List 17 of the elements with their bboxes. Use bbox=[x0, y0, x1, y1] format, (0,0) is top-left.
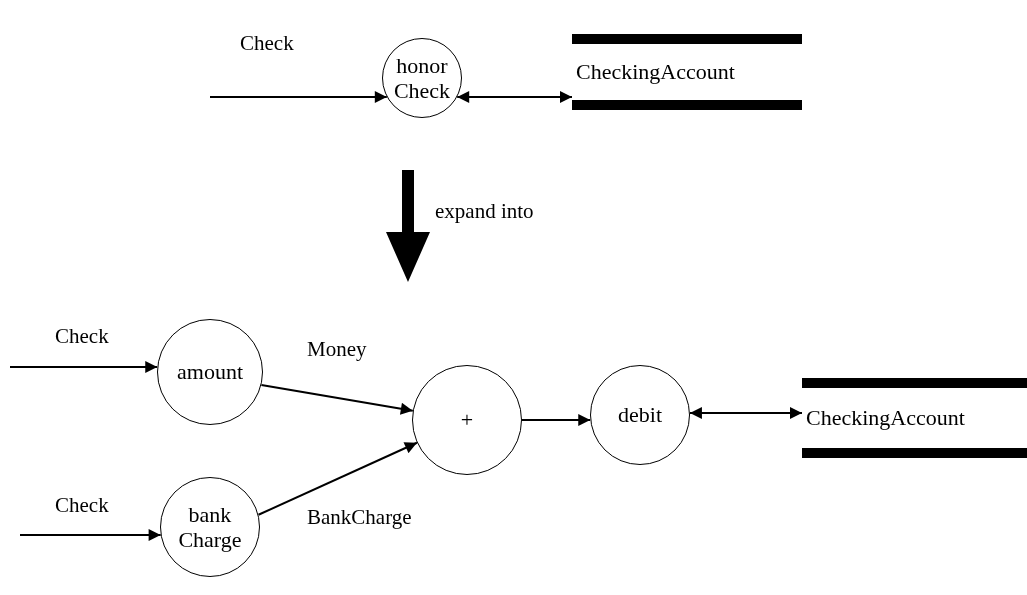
process-name: debit bbox=[618, 402, 662, 428]
data-store bbox=[572, 34, 802, 110]
arrow bbox=[521, 414, 592, 426]
arrow bbox=[257, 441, 418, 516]
arrow bbox=[9, 361, 159, 373]
data-store bbox=[802, 378, 1027, 458]
arrow bbox=[456, 91, 573, 103]
arrow bbox=[209, 91, 388, 103]
process-name: bank Charge bbox=[177, 501, 243, 553]
process-name: honor Check bbox=[392, 52, 452, 104]
arrow bbox=[260, 383, 414, 415]
store-name: CheckingAccount bbox=[576, 59, 735, 85]
process-name: amount bbox=[177, 359, 243, 385]
store-name: CheckingAccount bbox=[806, 405, 965, 431]
arrow bbox=[688, 407, 803, 419]
process-name: + bbox=[460, 407, 474, 433]
arrow bbox=[19, 529, 162, 541]
